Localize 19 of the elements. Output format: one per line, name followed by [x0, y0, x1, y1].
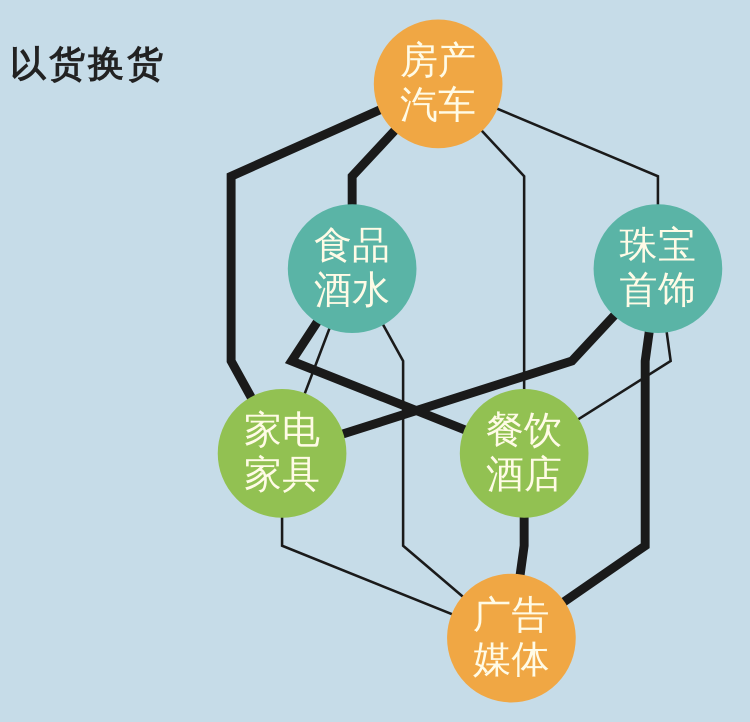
- node-circle: 食品酒水: [288, 204, 416, 333]
- node-circle: 珠宝首饰: [594, 204, 722, 333]
- connector: [280, 517, 453, 616]
- connector: [516, 517, 529, 576]
- center-label: 以货换货: [10, 42, 166, 86]
- connector: [561, 331, 654, 606]
- connector: [226, 106, 382, 400]
- connector: [496, 107, 660, 205]
- connector: [382, 324, 464, 598]
- connector: [303, 328, 331, 394]
- connector: [480, 130, 526, 390]
- node-circle: 餐饮酒店: [460, 389, 588, 518]
- node-circle: 房产汽车: [374, 20, 502, 148]
- node-circle: 家电家具: [218, 389, 346, 518]
- connector: [341, 312, 618, 438]
- node-circle: 广告媒体: [447, 574, 576, 702]
- connector: [284, 319, 467, 434]
- connector: [577, 332, 672, 420]
- connector: [348, 127, 398, 205]
